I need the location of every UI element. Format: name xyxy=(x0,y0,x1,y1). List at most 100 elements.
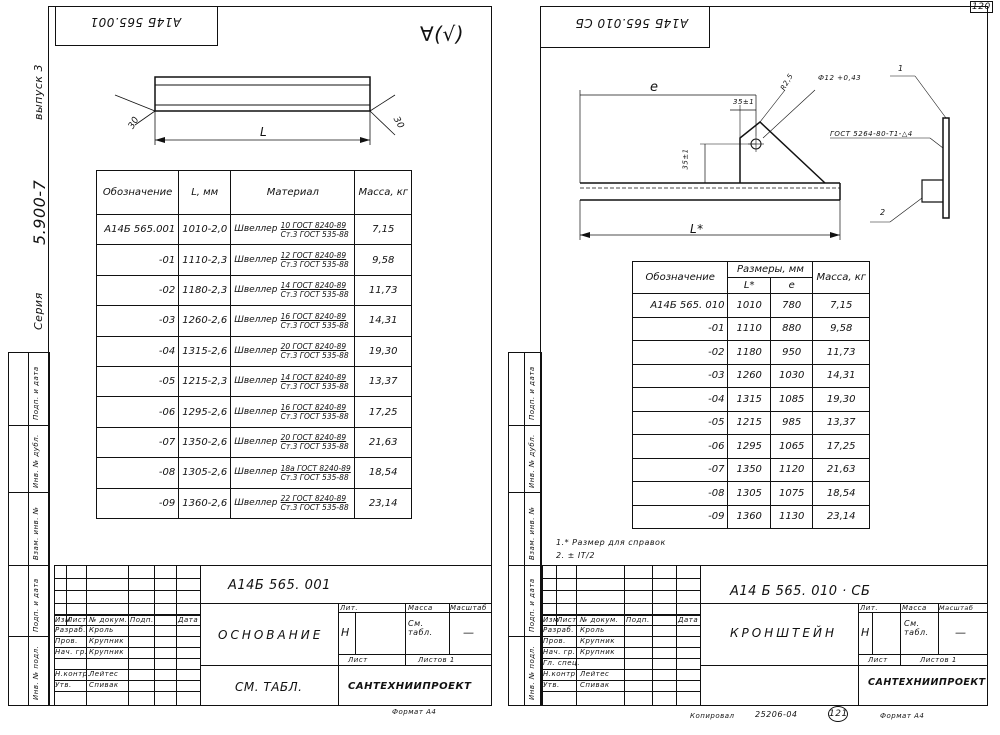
dim-e: e xyxy=(650,80,659,95)
role-name: Крупник xyxy=(89,648,124,656)
issue-label: выпуск 3 xyxy=(32,63,45,120)
cell-designation: -04 xyxy=(631,387,729,412)
cell-designation: -08 xyxy=(95,457,180,489)
cell-length: 1360 xyxy=(727,504,771,529)
cell-mass: 11,73 xyxy=(812,340,870,365)
left-org: САНТЕХНИИПРОЕКТ xyxy=(348,681,472,692)
cell-length: 1010 xyxy=(727,293,771,318)
left-spec-table: Обозначение L, мм Материал Масса, кг А14… xyxy=(95,170,412,519)
dim-L: L xyxy=(260,125,268,139)
left-doc-code: А14Б 565. 001 xyxy=(228,578,331,593)
r-stamp-label-3: Инв. № дубл. xyxy=(528,434,536,488)
col-date: Дата xyxy=(178,616,199,624)
material-name: Швеллер xyxy=(234,254,278,265)
channel-drawing xyxy=(114,76,396,145)
left-stamp-strip xyxy=(8,352,50,706)
position-1: 1 xyxy=(898,64,904,73)
material-steel: Ст.3 ГОСТ 535-88 xyxy=(280,503,349,513)
material-name: Швеллер xyxy=(234,406,278,417)
left-mass-value: См. табл. xyxy=(408,619,433,637)
left-corner-box xyxy=(55,6,218,46)
cell-designation: -09 xyxy=(631,504,729,529)
right-sheets-label: Листов 1 xyxy=(920,656,957,664)
cell-e: 1075 xyxy=(769,481,814,506)
cell-designation: -04 xyxy=(95,335,180,367)
cell-e: 1065 xyxy=(769,434,814,459)
right-spec-table: Обозначение Размеры, мм Масса, кг L* e А… xyxy=(631,261,870,529)
cell-length: 1315-2,6 xyxy=(178,335,232,367)
role-label: Н.контр. xyxy=(543,670,579,678)
cell-length: 1350-2,6 xyxy=(178,426,232,459)
footer-copied: Копировал xyxy=(690,712,735,720)
material-steel: Ст.3 ГОСТ 535-88 xyxy=(280,472,349,482)
left-mass-label: Масса xyxy=(408,604,433,612)
role-name: Спивак xyxy=(89,681,119,689)
role-name: Кроль xyxy=(89,626,114,634)
cell-mass: 13,37 xyxy=(354,365,412,398)
position-2: 2 xyxy=(880,208,886,217)
role-label: Разраб. xyxy=(55,626,87,634)
role-name: Лейтес xyxy=(89,670,119,678)
role-name: Лейтес xyxy=(580,670,610,678)
right-lit-value: Н xyxy=(861,626,870,639)
material-name: Швеллер xyxy=(234,376,278,387)
footer-page: 121 xyxy=(828,706,848,722)
role-label: Утв. xyxy=(55,681,72,689)
cell-designation: -01 xyxy=(631,316,729,341)
cell-mass: 19,30 xyxy=(354,335,412,367)
material-profile: 12 ГОСТ 8240-89 xyxy=(280,251,347,261)
header-mass: Масса, кг xyxy=(354,170,412,215)
material-profile: 18а ГОСТ 8240-89 xyxy=(280,463,351,473)
material-name: Швеллер xyxy=(234,345,278,356)
cell-length: 1305 xyxy=(727,481,771,506)
cell-designation: -07 xyxy=(631,457,729,482)
col-doc: № докум. xyxy=(89,616,128,624)
left-scale-label: Масштаб xyxy=(450,604,487,612)
cell-designation: -09 xyxy=(95,487,180,519)
right-lit-label: Лит. xyxy=(860,604,879,612)
material-steel: Ст.3 ГОСТ 535-88 xyxy=(280,412,349,422)
role-name: Кроль xyxy=(580,626,605,634)
role-label: Гл. спец. xyxy=(543,659,581,667)
cell-e: 985 xyxy=(769,410,814,435)
right-corner-code: А14Б 565.010 СБ xyxy=(575,16,689,30)
right-scale-label: Масштаб xyxy=(939,604,974,612)
gost-note: ГОСТ 5264-80-Т1-△4 xyxy=(830,130,913,138)
right-mass-value: См. табл. xyxy=(904,619,929,637)
cell-length: 1215-2,3 xyxy=(178,365,232,398)
r-stamp-label-2: Взам. инв. № xyxy=(528,506,536,560)
cell-designation: -05 xyxy=(631,410,729,435)
material-name: Швеллер xyxy=(234,284,278,295)
material-steel: Ст.3 ГОСТ 535-88 xyxy=(280,442,349,452)
bracket-drawing xyxy=(579,75,950,240)
material-steel: Ст.3 ГОСТ 535-88 xyxy=(280,381,349,391)
material-name: Швеллер xyxy=(234,467,278,478)
material-profile: 14 ГОСТ 8240-89 xyxy=(280,372,347,382)
left-title-block xyxy=(54,565,492,706)
cell-mass: 13,37 xyxy=(812,410,870,435)
cell-mass: 7,15 xyxy=(812,293,870,318)
right-doc-code: А14 Б 565. 010 · СБ xyxy=(730,584,871,599)
footer-number: 25206-04 xyxy=(755,710,798,719)
r-col-sign: Подп. xyxy=(626,616,650,624)
r-header-dims: Размеры, мм xyxy=(727,261,814,278)
dim-hole: Ф12 +0,43 xyxy=(818,74,862,82)
material-steel: Ст.3 ГОСТ 535-88 xyxy=(280,229,349,239)
cell-designation: -03 xyxy=(95,305,180,337)
role-name: Крупник xyxy=(580,648,615,656)
role-label: Пров. xyxy=(543,637,566,645)
